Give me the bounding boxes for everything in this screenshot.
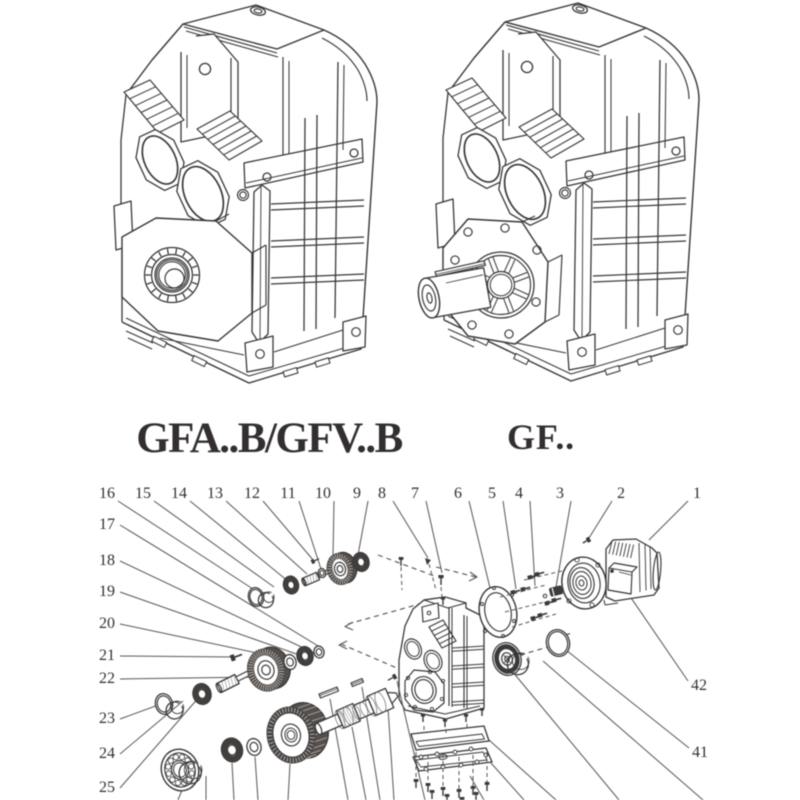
svg-text:25: 25 xyxy=(99,779,115,796)
svg-text:9: 9 xyxy=(353,485,361,502)
svg-text:11: 11 xyxy=(280,485,295,502)
svg-text:14: 14 xyxy=(171,485,187,502)
svg-text:GF..: GF.. xyxy=(507,417,575,457)
svg-text:8: 8 xyxy=(378,485,386,502)
svg-text:5: 5 xyxy=(488,485,496,502)
svg-text:19: 19 xyxy=(99,583,115,600)
svg-text:13: 13 xyxy=(207,485,223,502)
svg-text:6: 6 xyxy=(454,485,462,502)
svg-text:21: 21 xyxy=(99,647,115,664)
svg-text:GFA..B/GFV..B: GFA..B/GFV..B xyxy=(136,415,402,462)
svg-text:22: 22 xyxy=(99,670,115,687)
svg-text:41: 41 xyxy=(692,744,708,761)
svg-text:20: 20 xyxy=(99,615,115,632)
svg-text:17: 17 xyxy=(99,516,115,533)
svg-text:1: 1 xyxy=(693,485,701,502)
svg-text:2: 2 xyxy=(617,485,625,502)
svg-text:23: 23 xyxy=(99,710,115,727)
svg-text:3: 3 xyxy=(556,485,564,502)
svg-text:15: 15 xyxy=(135,485,151,502)
svg-text:4: 4 xyxy=(515,485,523,502)
svg-text:7: 7 xyxy=(411,485,419,502)
svg-text:42: 42 xyxy=(691,677,707,694)
svg-text:24: 24 xyxy=(99,745,115,762)
svg-text:12: 12 xyxy=(244,485,260,502)
svg-text:16: 16 xyxy=(99,485,115,502)
svg-text:10: 10 xyxy=(315,485,331,502)
svg-text:18: 18 xyxy=(99,552,115,569)
